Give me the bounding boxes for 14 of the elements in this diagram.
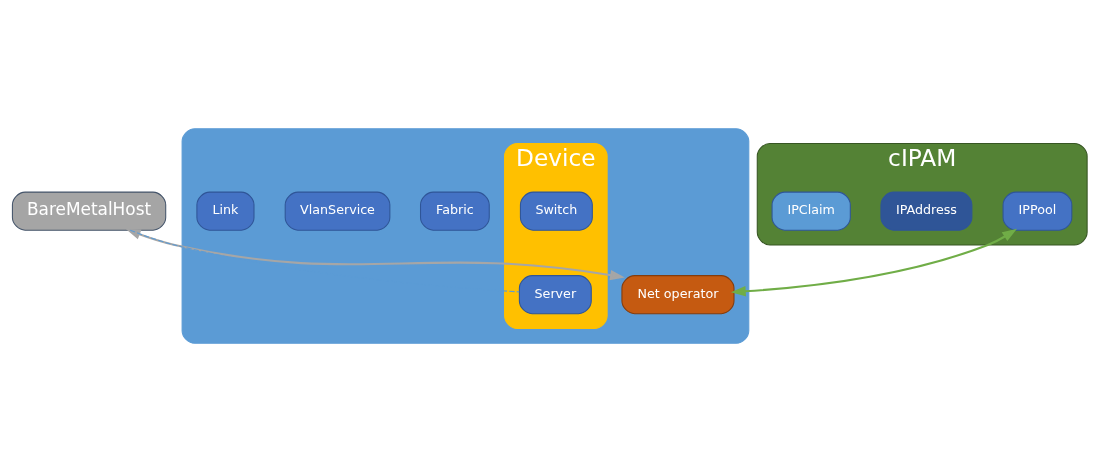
cluster xyxy=(181,128,750,344)
arrow xyxy=(730,228,1017,297)
arrow xyxy=(125,229,625,281)
node-box: IPAddress xyxy=(880,191,973,231)
connector xyxy=(129,229,520,293)
node-box: BareMetalHost xyxy=(11,191,167,231)
node-box: Link xyxy=(196,191,255,231)
node-box: IPPool xyxy=(1002,191,1073,231)
node-box: Switch xyxy=(519,191,593,231)
node-box: IPClaim xyxy=(771,191,851,231)
node-box: Server xyxy=(518,275,592,315)
node-box: Fabric xyxy=(420,191,490,231)
node-box: Net operator xyxy=(621,275,735,315)
node-box: VlanService xyxy=(284,191,391,231)
